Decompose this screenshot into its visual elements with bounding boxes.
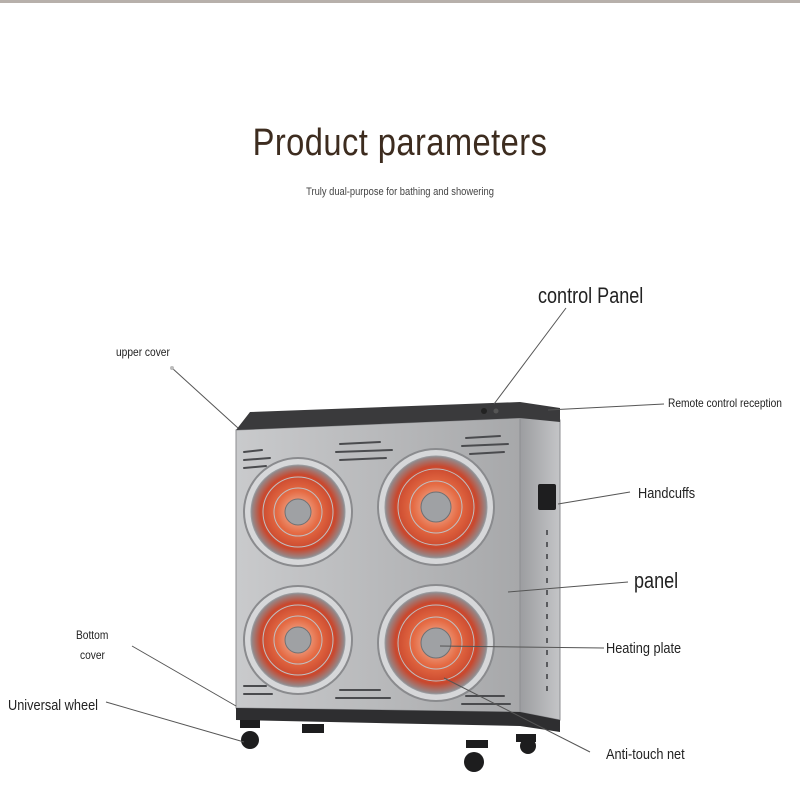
heating-disc-top-right: [377, 448, 495, 566]
label-control-panel: control Panel: [538, 283, 644, 308]
control-panel-dot: [481, 408, 487, 414]
heating-disc-bottom-left: [243, 585, 353, 695]
bottom-cover-shape: [236, 708, 560, 732]
label-remote-control-reception: Remote control reception: [668, 396, 782, 410]
heating-disc-top-left: [243, 457, 353, 567]
upper-cover-shape: [236, 402, 560, 430]
handle-shape: [538, 484, 556, 510]
front-vents: [243, 435, 511, 705]
label-panel: panel: [634, 568, 679, 593]
label-anti-touch-net: Anti-touch net: [606, 746, 685, 763]
top-rule: [0, 0, 800, 3]
label-bottom-cover-line2: cover: [80, 648, 105, 662]
side-vent: [546, 530, 548, 691]
remote-receiver-dot: [493, 408, 499, 414]
page-title: Product parameters: [252, 122, 548, 164]
universal-wheels: [240, 720, 536, 772]
label-universal-wheel: Universal wheel: [8, 697, 99, 714]
page-subtitle: Truly dual-purpose for bathing and showe…: [306, 186, 494, 198]
label-heating-plate: Heating plate: [606, 640, 682, 657]
label-upper-cover: upper cover: [116, 345, 170, 359]
leader-lines: [105, 307, 665, 753]
heater-side-panel: [519, 417, 561, 721]
label-handcuffs: Handcuffs: [638, 485, 696, 502]
label-bottom-cover-line1: Bottom: [76, 628, 109, 642]
heating-disc-bottom-right: [377, 584, 495, 702]
